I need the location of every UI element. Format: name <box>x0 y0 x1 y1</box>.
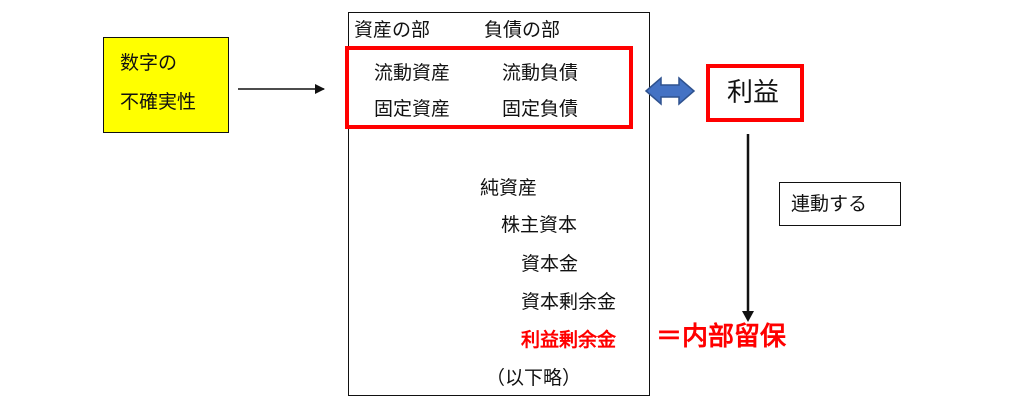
capital-surplus-label: 資本剰余金 <box>521 291 617 313</box>
uncertainty-line-2: 不確実性 <box>120 91 197 113</box>
internal-reserves-label: ＝内部留保 <box>656 322 787 352</box>
linked-down-arrow-head <box>742 311 754 322</box>
profit-box <box>706 64 804 122</box>
profit-link-double-arrow <box>644 76 696 106</box>
uncertainty-box <box>103 37 229 133</box>
fixed-assets-label: 固定資産 <box>374 98 451 120</box>
linked-label: 連動する <box>791 193 868 215</box>
fixed-liabilities-label: 固定負債 <box>502 98 579 120</box>
omitted-label: （以下略） <box>486 367 582 389</box>
balance-sheet-frame <box>348 12 650 396</box>
assets-liabilities-highlight-box <box>345 46 633 129</box>
header-assets: 資産の部 <box>354 19 431 41</box>
header-liabilities: 負債の部 <box>484 19 561 41</box>
current-liabilities-label: 流動負債 <box>502 62 579 84</box>
net-assets-label: 純資産 <box>480 177 538 199</box>
current-assets-label: 流動資産 <box>374 62 451 84</box>
retained-earnings-label: 利益剰余金 <box>521 329 617 351</box>
profit-label: 利益 <box>727 78 780 108</box>
capital-stock-label: 資本金 <box>521 253 579 275</box>
shareholders-equity-label: 株主資本 <box>501 214 578 236</box>
linked-box <box>779 182 901 226</box>
uncertainty-line-1: 数字の <box>120 52 178 74</box>
